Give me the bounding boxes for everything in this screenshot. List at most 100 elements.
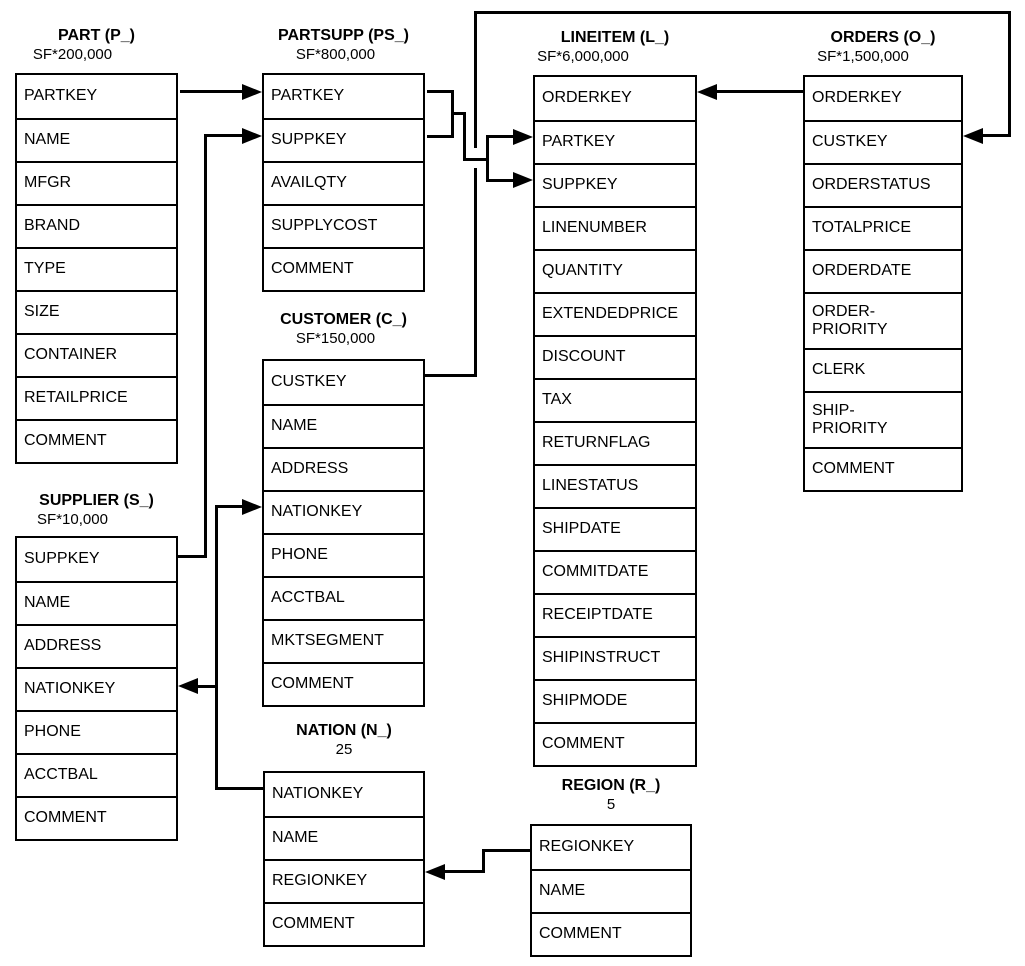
connector-segment <box>474 11 1011 14</box>
connector-segment <box>463 112 466 161</box>
connector-segment <box>445 870 484 873</box>
table-title: PARTSUPP (PS_) <box>278 27 409 44</box>
connector-segment <box>486 179 514 182</box>
column-cell: NAME <box>264 404 423 447</box>
connector-segment <box>198 685 218 688</box>
connector-segment <box>425 374 477 377</box>
column-cell: QUANTITY <box>535 249 695 292</box>
connector-segment <box>204 134 207 558</box>
table-cardinality: SF*1,500,000 <box>817 48 909 65</box>
column-cell: PHONE <box>264 533 423 576</box>
column-cell: COMMENT <box>532 912 690 955</box>
column-cell: CUSTKEY <box>805 120 961 163</box>
connector-segment <box>427 90 454 93</box>
column-cell: LINENUMBER <box>535 206 695 249</box>
column-cell: SUPPKEY <box>264 118 423 161</box>
table-cardinality: SF*10,000 <box>37 511 108 528</box>
column-cell: SUPPKEY <box>24 550 100 568</box>
connector-segment <box>215 505 218 790</box>
column-cell: NAME <box>265 816 423 859</box>
table-title: CUSTOMER (C_) <box>280 311 407 328</box>
connector-segment <box>486 135 514 138</box>
column-cell: SUPPLYCOST <box>264 204 423 247</box>
connector-segment <box>715 90 803 93</box>
connector-segment <box>482 849 485 873</box>
column-cell: PARTKEY <box>271 87 345 105</box>
column-cell: RETAILPRICE <box>17 376 176 419</box>
connector-segment <box>215 505 244 508</box>
connector-segment <box>451 112 466 115</box>
column-cell: NAME <box>532 869 690 912</box>
column-cell: ORDERKEY <box>812 89 902 107</box>
column-cell: COMMENT <box>17 419 176 462</box>
column-cell: SHIPDATE <box>535 507 695 550</box>
table-title: SUPPLIER (S_) <box>39 492 154 509</box>
table-title: PART (P_) <box>57 27 136 44</box>
column-cell: COMMENT <box>17 796 176 839</box>
table-cardinality: SF*6,000,000 <box>537 48 629 65</box>
column-cell: NATIONKEY <box>264 490 423 533</box>
arrowhead <box>697 84 717 100</box>
column-cell: SHIPINSTRUCT <box>535 636 695 679</box>
arrowhead <box>963 128 983 144</box>
column-cell: RECEIPTDATE <box>535 593 695 636</box>
column-cell: PARTKEY <box>24 87 98 105</box>
connector-segment <box>474 168 477 377</box>
table-cardinality: SF*150,000 <box>295 330 376 347</box>
column-cell: ORDERKEY <box>542 89 632 107</box>
connector-segment <box>983 134 1011 137</box>
arrowhead <box>242 84 262 100</box>
column-cell: ADDRESS <box>264 447 423 490</box>
column-cell: SHIPMODE <box>535 679 695 722</box>
column-cell: PHONE <box>17 710 176 753</box>
table-cardinality: SF*200,000 <box>32 46 113 63</box>
column-cell: TOTALPRICE <box>805 206 961 249</box>
connector-segment <box>215 787 263 790</box>
table-title: NATION (N_) <box>296 722 392 739</box>
column-cell: DISCOUNT <box>535 335 695 378</box>
column-cell: ORDERSTATUS <box>805 163 961 206</box>
column-cell: COMMITDATE <box>535 550 695 593</box>
table-title: REGION (R_) <box>561 777 661 794</box>
connector-segment <box>180 90 244 93</box>
arrowhead <box>425 864 445 880</box>
column-cell: BRAND <box>17 204 176 247</box>
column-cell: COMMENT <box>805 447 961 490</box>
table-cardinality: 25 <box>335 741 353 758</box>
column-cell: PARTKEY <box>535 120 695 163</box>
column-cell: NATIONKEY <box>17 667 176 710</box>
column-cell: ACCTBAL <box>17 753 176 796</box>
arrowhead <box>178 678 198 694</box>
column-cell: AVAILQTY <box>264 161 423 204</box>
column-cell: COMMENT <box>535 722 695 765</box>
column-cell: NAME <box>17 581 176 624</box>
column-cell: ADDRESS <box>17 624 176 667</box>
column-cell: SIZE <box>17 290 176 333</box>
table-cardinality: SF*800,000 <box>295 46 376 63</box>
column-cell: EXTENDEDPRICE <box>535 292 695 335</box>
column-cell: COMMENT <box>264 662 423 705</box>
connector-segment <box>204 134 244 137</box>
column-cell: MFGR <box>17 161 176 204</box>
column-cell: ACCTBAL <box>264 576 423 619</box>
connector-segment <box>474 11 477 148</box>
column-cell: LINESTATUS <box>535 464 695 507</box>
connector-segment <box>484 849 530 852</box>
column-cell: CLERK <box>805 348 961 391</box>
column-cell: MKTSEGMENT <box>264 619 423 662</box>
connector-segment <box>463 158 489 161</box>
column-cell: NATIONKEY <box>272 785 364 803</box>
column-cell: REGIONKEY <box>265 859 423 902</box>
column-cell: TAX <box>535 378 695 421</box>
arrowhead <box>242 499 262 515</box>
column-cell: CONTAINER <box>17 333 176 376</box>
column-cell: SUPPKEY <box>535 163 695 206</box>
arrowhead <box>513 172 533 188</box>
column-cell: TYPE <box>17 247 176 290</box>
